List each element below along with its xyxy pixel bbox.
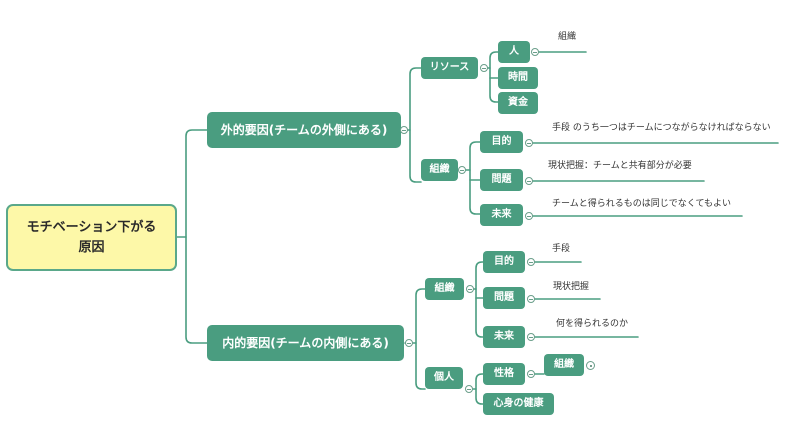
collapse-internal-problem-icon[interactable]	[527, 295, 535, 303]
resources-label: リソース	[429, 62, 470, 73]
external-future-node[interactable]: 未来	[480, 204, 523, 226]
external-factors-label: 外的要因(チームの外側にある)	[220, 123, 388, 137]
external-problem-node[interactable]: 問題	[480, 169, 523, 191]
external-purpose-label: 目的	[491, 136, 512, 147]
internal-future-note: 何を得られるのか	[556, 319, 629, 329]
collapse-personality-icon[interactable]	[527, 370, 535, 378]
resources-node[interactable]: リソース	[421, 57, 478, 79]
internal-factors-node[interactable]: 内的要因(チームの内側にある)	[207, 325, 404, 361]
money-label: 資金	[508, 97, 528, 108]
internal-future-label: 未来	[494, 331, 514, 342]
personality-child-node[interactable]: 組織	[544, 354, 584, 376]
collapse-internal-purpose-icon[interactable]	[527, 258, 535, 266]
personality-node[interactable]: 性格	[483, 363, 525, 385]
external-factors-node[interactable]: 外的要因(チームの外側にある)	[207, 112, 401, 148]
external-problem-label: 問題	[491, 174, 512, 185]
time-label: 時間	[508, 72, 528, 83]
root-topic-line2: 原因	[78, 239, 105, 255]
collapse-people-icon[interactable]	[531, 48, 539, 56]
internal-organization-node[interactable]: 組織	[425, 278, 464, 300]
external-organization-node[interactable]: 組織	[421, 159, 458, 181]
health-node[interactable]: 心身の健康	[483, 393, 554, 415]
collapse-internal-organization-icon[interactable]	[466, 285, 474, 293]
expand-personality-child-icon[interactable]	[586, 361, 595, 370]
collapse-internal-future-icon[interactable]	[527, 333, 535, 341]
internal-future-node[interactable]: 未来	[483, 326, 525, 348]
people-note: 組織	[558, 32, 577, 42]
personality-child-label: 組織	[554, 359, 574, 370]
internal-purpose-note: 手段	[552, 244, 571, 254]
internal-factors-label: 内的要因(チームの内側にある)	[222, 336, 389, 350]
collapse-external-purpose-icon[interactable]	[525, 139, 533, 147]
collapse-external-future-icon[interactable]	[525, 212, 533, 220]
root-topic-line1: モチベーション下がる	[26, 219, 157, 235]
individual-node[interactable]: 個人	[425, 367, 463, 389]
internal-purpose-node[interactable]: 目的	[483, 251, 525, 273]
health-label: 心身の健康	[493, 398, 544, 409]
internal-problem-note: 現状把握	[553, 282, 590, 292]
external-organization-label: 組織	[429, 164, 450, 175]
collapse-internal-icon[interactable]	[405, 339, 413, 347]
individual-label: 個人	[434, 372, 454, 383]
collapse-individual-icon[interactable]	[465, 385, 473, 393]
internal-problem-label: 問題	[494, 292, 514, 303]
external-purpose-note: 手段 のうち一つはチームにつながらなければならない	[552, 123, 771, 133]
collapse-external-organization-icon[interactable]	[458, 166, 466, 174]
internal-organization-label: 組織	[434, 283, 455, 294]
internal-problem-node[interactable]: 問題	[483, 287, 525, 309]
money-node[interactable]: 資金	[498, 92, 538, 114]
collapse-resources-icon[interactable]	[480, 64, 488, 72]
time-node[interactable]: 時間	[498, 67, 538, 89]
internal-purpose-label: 目的	[494, 256, 514, 267]
external-future-note: チームと得られるものは同じでなくてもよい	[552, 199, 732, 209]
collapse-external-icon[interactable]	[400, 126, 408, 134]
external-purpose-node[interactable]: 目的	[480, 131, 523, 153]
root-topic[interactable]: モチベーション下がる 原因	[6, 204, 177, 271]
external-problem-note: 現状把握：チームと共有部分が必要	[548, 161, 692, 171]
people-node[interactable]: 人	[498, 41, 530, 63]
personality-label: 性格	[494, 368, 514, 379]
external-future-label: 未来	[491, 209, 512, 220]
people-label: 人	[509, 46, 519, 57]
collapse-external-problem-icon[interactable]	[525, 177, 533, 185]
